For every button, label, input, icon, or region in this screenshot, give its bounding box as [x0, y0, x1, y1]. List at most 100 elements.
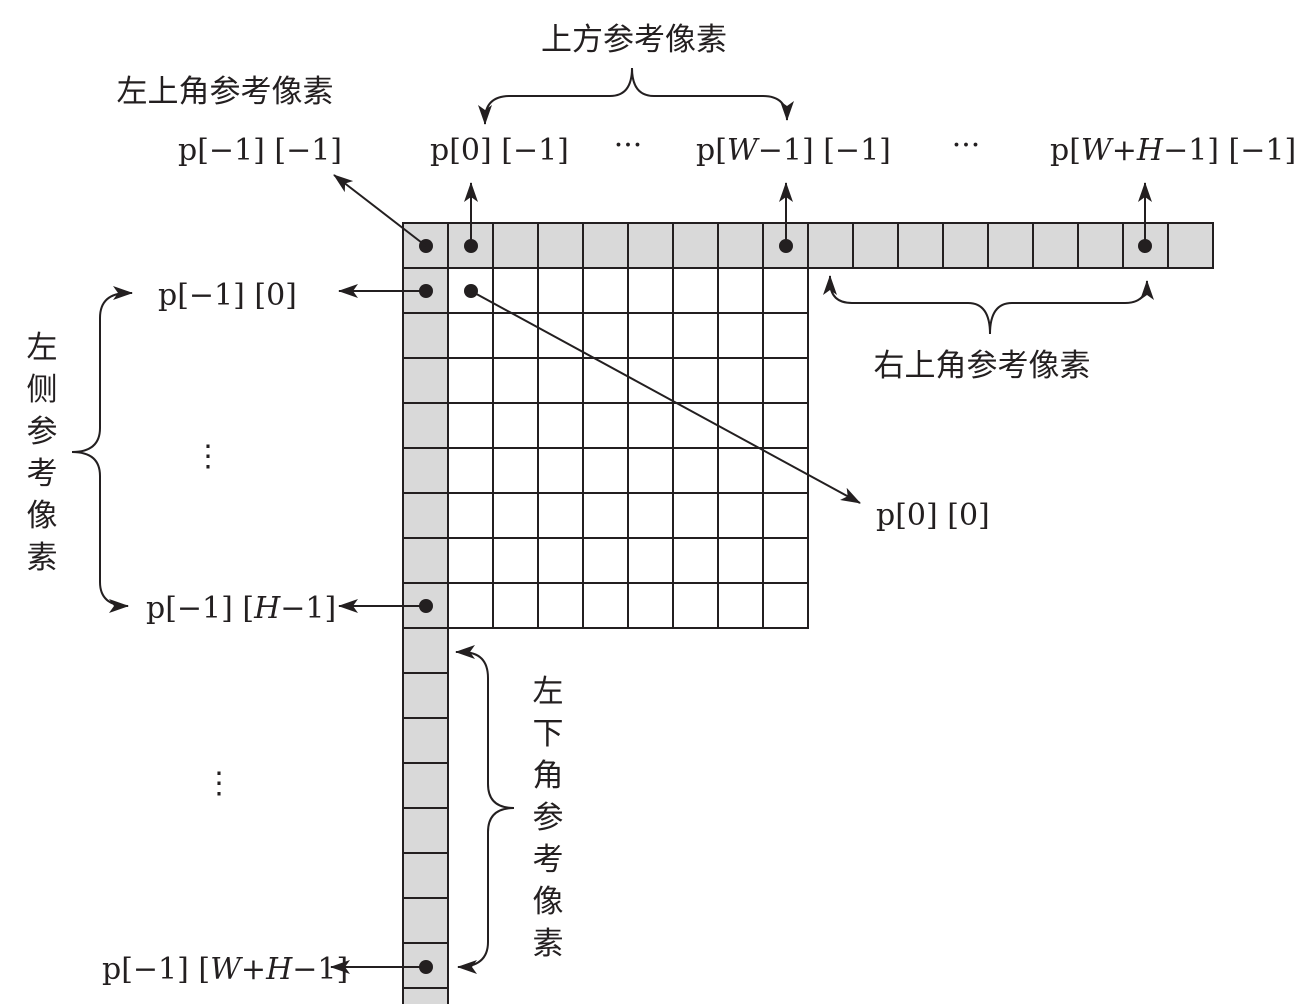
block-cell	[537, 312, 584, 359]
ellipsis-top-a: ···	[614, 128, 643, 163]
left-group-char: 左	[27, 330, 58, 366]
block-cell	[447, 312, 494, 359]
left-reference-cell	[402, 402, 449, 449]
bottom-left-group-char: 像	[533, 884, 564, 920]
block-cell	[582, 312, 629, 359]
block-cell	[717, 447, 764, 494]
block-cell	[537, 447, 584, 494]
block-cell	[492, 447, 539, 494]
block-cell	[447, 357, 494, 404]
left-reference-cell	[402, 672, 449, 719]
block-cell	[582, 447, 629, 494]
block-cell	[672, 582, 719, 629]
block-cell	[537, 267, 584, 314]
bottom-left-group-char: 素	[533, 926, 564, 962]
block-cell	[492, 357, 539, 404]
label-left-group: 左 侧 参 考 像 素	[27, 330, 58, 576]
left-group-char: 像	[27, 498, 58, 534]
top-reference-cell	[852, 222, 899, 269]
block-cell	[537, 582, 584, 629]
block-cell	[492, 582, 539, 629]
block-cell	[582, 267, 629, 314]
left-reference-cell	[402, 357, 449, 404]
block-cell	[672, 402, 719, 449]
current-block-grid	[447, 267, 809, 629]
block-cell	[717, 267, 764, 314]
left-group-char: 参	[27, 414, 58, 450]
label-top-first-pixel: p[0] [−1]	[430, 133, 569, 168]
top-reference-cell	[672, 222, 719, 269]
block-cell	[717, 582, 764, 629]
block-cell	[627, 267, 674, 314]
top-reference-cell	[897, 222, 944, 269]
top-reference-cell	[987, 222, 1034, 269]
block-cell	[717, 402, 764, 449]
label-corner-pixel: p[−1] [−1]	[178, 133, 342, 168]
block-cell	[717, 357, 764, 404]
left-reference-cell	[402, 492, 449, 539]
block-cell	[447, 537, 494, 584]
top-reference-cell	[1167, 222, 1214, 269]
block-cell	[492, 312, 539, 359]
left-reference-column	[402, 267, 449, 1004]
block-cell	[672, 537, 719, 584]
block-cell	[447, 402, 494, 449]
block-cell	[717, 492, 764, 539]
label-block-first-pixel: p[0] [0]	[876, 498, 990, 533]
block-cell	[537, 537, 584, 584]
label-top-right-group: 右上角参考像素	[874, 348, 1091, 384]
label-left-first-pixel: p[−1] [0]	[158, 278, 297, 313]
block-cell	[537, 357, 584, 404]
block-cell	[447, 582, 494, 629]
left-reference-cell	[402, 852, 449, 899]
block-cell	[627, 537, 674, 584]
top-reference-row	[447, 222, 1214, 269]
top-reference-cell	[582, 222, 629, 269]
top-reference-cell	[1032, 222, 1079, 269]
top-reference-cell	[492, 222, 539, 269]
block-cell	[627, 447, 674, 494]
block-cell	[492, 537, 539, 584]
left-reference-cell	[402, 537, 449, 584]
arrow-block-first	[470, 290, 861, 504]
block-cell	[672, 267, 719, 314]
label-top-right-last-pixel: p[W+H−1] [−1]	[1050, 133, 1296, 168]
ellipsis-top-b: ···	[952, 128, 981, 163]
block-cell	[762, 267, 809, 314]
block-cell	[717, 312, 764, 359]
label-bottom-left-group: 左 下 角 参 考 像 素	[533, 674, 564, 962]
bottom-left-group-char: 参	[533, 800, 564, 836]
top-reference-cell	[1077, 222, 1124, 269]
left-reference-cell	[402, 807, 449, 854]
block-cell	[582, 537, 629, 584]
block-cell	[537, 402, 584, 449]
brace-bottom-left	[457, 651, 515, 974]
block-cell	[762, 312, 809, 359]
block-cell	[762, 492, 809, 539]
block-cell	[537, 492, 584, 539]
block-cell	[447, 447, 494, 494]
left-reference-cell	[402, 447, 449, 494]
left-reference-cell	[402, 897, 449, 944]
block-cell	[627, 492, 674, 539]
block-cell	[582, 492, 629, 539]
block-cell	[492, 402, 539, 449]
block-cell	[672, 312, 719, 359]
block-cell	[447, 492, 494, 539]
block-cell	[627, 402, 674, 449]
block-cell	[762, 582, 809, 629]
block-cell	[582, 402, 629, 449]
bottom-left-group-char: 下	[533, 716, 564, 752]
left-reference-cell	[402, 762, 449, 809]
left-reference-cell	[402, 627, 449, 674]
block-cell	[717, 537, 764, 584]
top-reference-cell	[627, 222, 674, 269]
label-top-group: 上方参考像素	[541, 22, 727, 58]
arrow-corner	[333, 174, 427, 247]
brace-left	[71, 292, 129, 613]
block-cell	[627, 582, 674, 629]
left-group-char: 素	[27, 540, 58, 576]
label-top-left-corner: 左上角参考像素	[117, 74, 334, 110]
left-reference-cell	[402, 987, 449, 1004]
